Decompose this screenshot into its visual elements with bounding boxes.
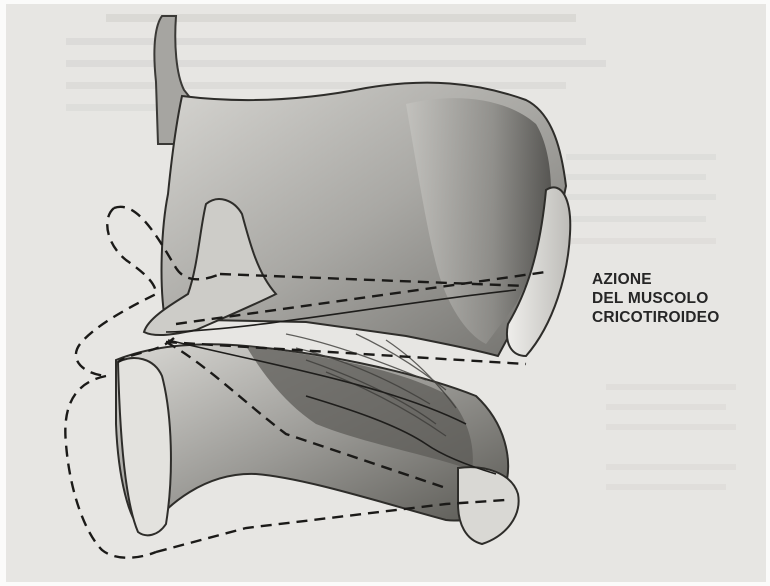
cricoid-arch [118, 358, 171, 535]
caption-line-1: AZIONE [592, 270, 719, 289]
anatomical-illustration: AZIONE DEL MUSCOLO CRICOTIROIDEO [6, 4, 766, 582]
cricoid-posterior-ring [458, 467, 519, 544]
caption-line-2: DEL MUSCOLO [592, 289, 719, 308]
figure-caption: AZIONE DEL MUSCOLO CRICOTIROIDEO [592, 270, 719, 327]
caption-line-3: CRICOTIROIDEO [592, 308, 719, 327]
